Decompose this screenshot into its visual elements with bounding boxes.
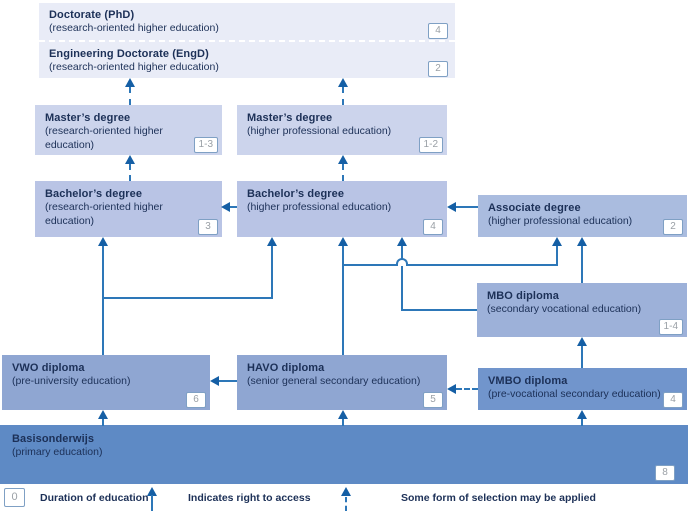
master-research-subtitle: (research-oriented higher education) <box>45 125 163 151</box>
line-basis-to-vmbo <box>581 419 583 426</box>
havo-title: HAVO diploma <box>247 362 325 374</box>
master-professional-title: Master’s degree <box>247 112 333 124</box>
arrow-left-icon <box>221 202 230 212</box>
line-havo-to-bachelor-he <box>342 246 344 355</box>
bachelor-research-box: Bachelor’s degree (research-oriented hig… <box>35 181 222 237</box>
primary-education-box: Basisonderwijs (primary education) 8 <box>0 425 688 484</box>
legend-duration-badge: 0 <box>4 488 25 507</box>
havo-subtitle: (senior general secondary education) <box>247 375 421 388</box>
associate-duration-badge: 2 <box>663 219 683 235</box>
arrow-up-icon <box>98 237 108 246</box>
master-professional-subtitle: (higher professional education) <box>247 125 392 138</box>
bachelor-research-subtitle: (research-oriented higher education) <box>45 201 163 227</box>
line-basis-to-havo <box>342 419 344 426</box>
dashed-line-master-he-to-doctorate <box>342 87 344 105</box>
arrow-up-icon <box>125 155 135 164</box>
dashed-line-bachelor-he-to-master-he <box>342 164 344 181</box>
arrow-left-icon <box>447 384 456 394</box>
engd-duration-badge: 2 <box>428 61 448 77</box>
vwo-duration-badge: 6 <box>186 392 206 408</box>
arrow-up-icon <box>125 78 135 87</box>
basis-title: Basisonderwijs <box>12 433 95 445</box>
vmbo-diploma-box: VMBO diploma (pre-vocational secondary e… <box>478 368 687 410</box>
dashed-line-master-ro-to-doctorate <box>129 87 131 105</box>
doctorate-box: Doctorate (PhD) (research-oriented highe… <box>39 3 455 78</box>
dashed-line-bachelor-ro-to-master-ro <box>129 164 131 181</box>
phd-title: Doctorate (PhD) <box>49 9 135 21</box>
vwo-subtitle: (pre-university education) <box>12 375 131 388</box>
line-havo-branch-seg1 <box>343 264 396 266</box>
havo-duration-badge: 5 <box>423 392 443 408</box>
line-vwo-branch <box>102 297 273 299</box>
arrow-up-icon <box>397 237 407 246</box>
mbo-subtitle: (secondary vocational education) <box>487 303 642 316</box>
bachelor-research-title: Bachelor’s degree <box>45 188 143 200</box>
master-research-duration-badge: 1-3 <box>193 137 218 153</box>
arrow-left-icon <box>210 376 219 386</box>
line-havo-to-associate <box>556 246 558 266</box>
basis-subtitle: (primary education) <box>12 446 103 459</box>
basis-duration-badge: 8 <box>655 465 675 481</box>
line-vwo-to-bachelor-he <box>271 246 273 299</box>
bachelor-professional-title: Bachelor’s degree <box>247 188 345 200</box>
engd-section: Engineering Doctorate (EngD) (research-o… <box>39 42 455 79</box>
master-professional-duration-badge: 1-2 <box>418 137 443 153</box>
legend-dashed-arrow-tail <box>345 497 347 511</box>
arrow-left-icon <box>447 202 456 212</box>
line-associate-to-bachelor-he <box>456 206 478 208</box>
arrow-up-icon <box>577 337 587 346</box>
engd-subtitle: (research-oriented higher education) <box>49 60 219 73</box>
bachelor-professional-subtitle: (higher professional education) <box>247 201 392 214</box>
associate-degree-box: Associate degree (higher professional ed… <box>478 195 687 237</box>
line-vwo-to-bachelor-ro <box>102 246 104 355</box>
phd-duration-badge: 4 <box>428 22 448 39</box>
legend-duration-label: Duration of education <box>40 492 149 504</box>
mbo-diploma-box: MBO diploma (secondary vocational educat… <box>477 283 687 337</box>
master-research-box: Master’s degree (research-oriented highe… <box>35 105 222 155</box>
bachelor-research-duration-badge: 3 <box>198 219 218 235</box>
line-mbo-to-bachelor-he <box>401 246 403 311</box>
vmbo-subtitle: (pre-vocational secondary education) <box>488 388 661 401</box>
line-basis-to-vwo <box>102 419 104 426</box>
bachelor-professional-duration-badge: 4 <box>423 219 443 235</box>
arrow-up-icon <box>552 237 562 246</box>
vwo-diploma-box: VWO diploma (pre-university education) 6 <box>2 355 210 410</box>
arrow-up-icon <box>338 155 348 164</box>
line-havo-branch-seg2 <box>408 264 558 266</box>
arrow-up-icon <box>577 237 587 246</box>
engd-title: Engineering Doctorate (EngD) <box>49 47 209 60</box>
mbo-duration-badge: 1-4 <box>658 319 683 335</box>
master-research-title: Master’s degree <box>45 112 131 124</box>
arrow-up-icon <box>98 410 108 419</box>
arrow-up-icon <box>577 410 587 419</box>
legend-solid-arrow-tail <box>151 495 153 511</box>
master-professional-box: Master’s degree (higher professional edu… <box>237 105 447 155</box>
phd-subtitle: (research-oriented higher education) <box>49 22 219 35</box>
line-mbo-to-associate <box>581 246 583 283</box>
line-vmbo-to-mbo <box>581 346 583 368</box>
mbo-title: MBO diploma <box>487 290 559 302</box>
dashed-line-vmbo-to-havo <box>456 388 478 390</box>
phd-section: Doctorate (PhD) (research-oriented highe… <box>39 3 455 42</box>
arrow-up-icon <box>147 487 157 496</box>
vwo-title: VWO diploma <box>12 362 85 374</box>
arrow-up-icon <box>267 237 277 246</box>
bachelor-professional-box: Bachelor’s degree (higher professional e… <box>237 181 447 237</box>
vmbo-duration-badge: 4 <box>663 392 683 408</box>
arrow-up-icon <box>341 487 351 496</box>
vmbo-title: VMBO diploma <box>488 375 568 387</box>
arrow-up-icon <box>338 410 348 419</box>
line-havo-to-vwo <box>219 380 237 382</box>
line-bachelor-he-to-bachelor-ro <box>230 206 237 208</box>
legend-selection-label: Some form of selection may be applied <box>401 492 596 504</box>
arrow-up-icon <box>338 78 348 87</box>
arrow-up-icon <box>338 237 348 246</box>
legend-access-label: Indicates right to access <box>188 492 311 504</box>
line-mbo-left-branch <box>403 309 477 311</box>
associate-degree-title: Associate degree <box>488 202 581 214</box>
havo-diploma-box: HAVO diploma (senior general secondary e… <box>237 355 447 410</box>
line-crossing-hop <box>396 258 408 266</box>
associate-degree-subtitle: (higher professional education) <box>488 215 633 228</box>
